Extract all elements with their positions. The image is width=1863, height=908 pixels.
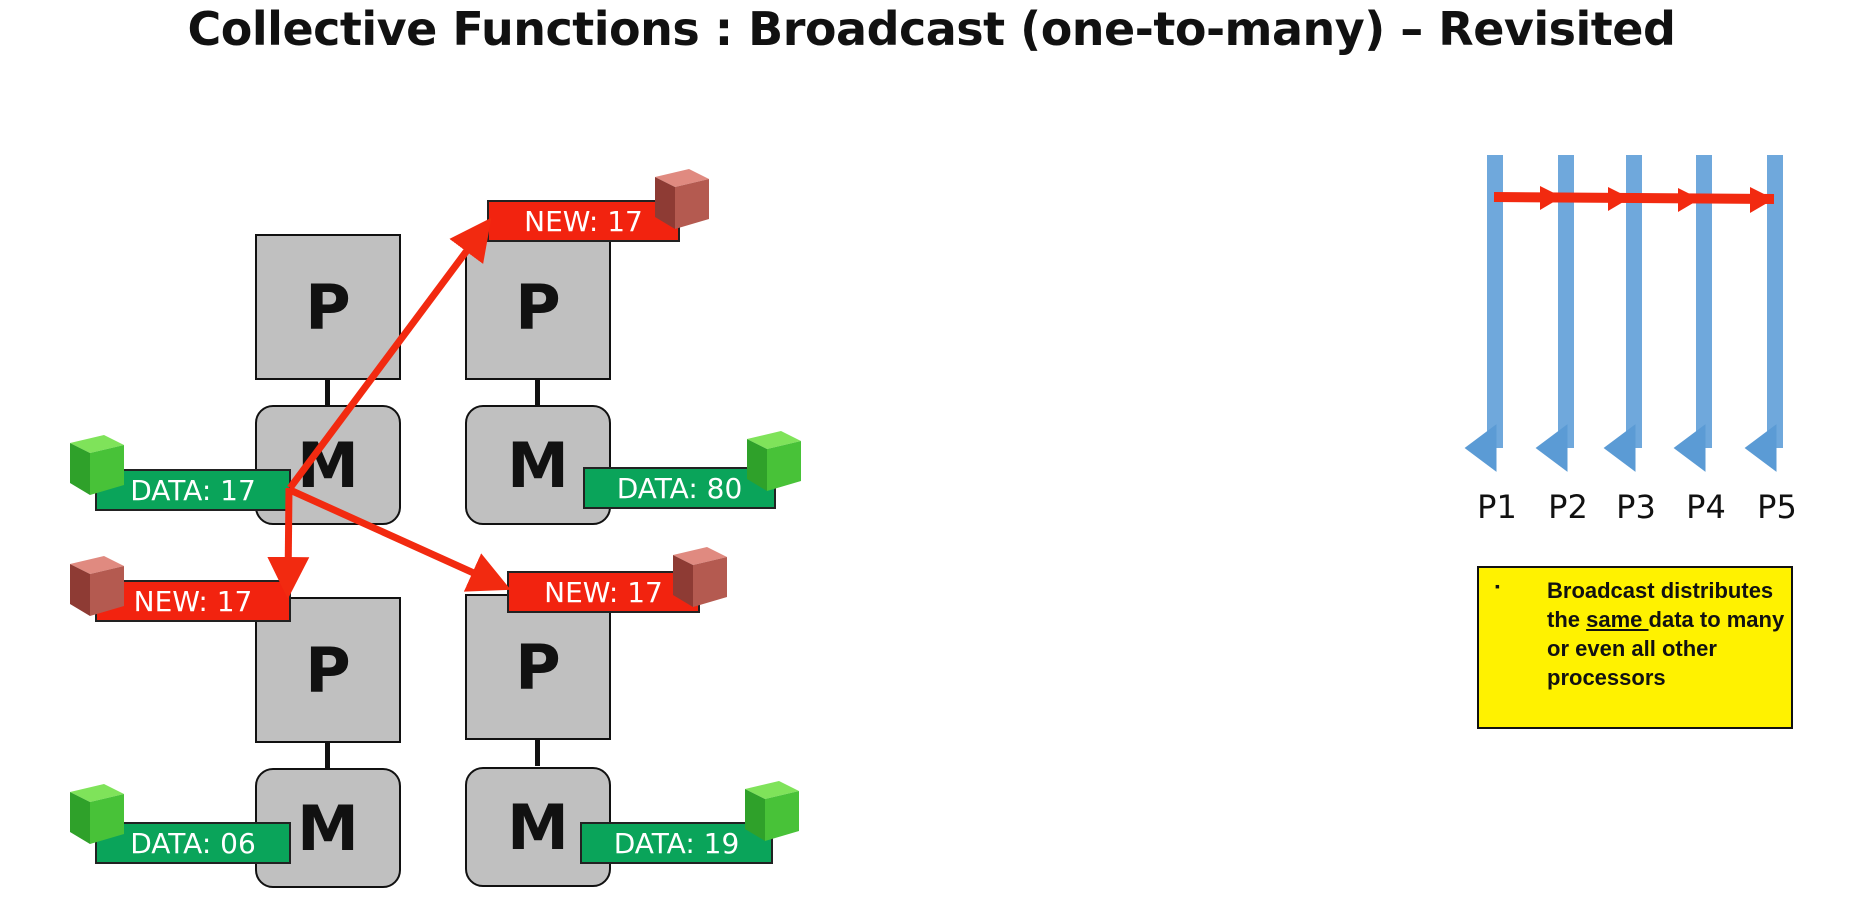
green-cube-icon [745, 781, 799, 841]
process-label-p2: P2 [1548, 488, 1588, 526]
broadcast-chain-arrows [1493, 186, 1775, 213]
note-text: Broadcast distributes the same data to m… [1547, 578, 1785, 690]
process-label-p4: P4 [1686, 488, 1726, 526]
process-label-p1: P1 [1477, 488, 1517, 526]
new-tag-4: NEW: 17 [507, 571, 700, 613]
process-label-p5: P5 [1757, 488, 1797, 526]
processor-label: P [305, 270, 351, 344]
processor-box-4: P [465, 594, 611, 740]
processor-label: P [515, 630, 561, 704]
green-cube-icon [70, 784, 124, 844]
green-cube-icon [747, 431, 801, 491]
processor-label: P [305, 633, 351, 707]
slide-title: Collective Functions : Broadcast (one-to… [187, 2, 1676, 56]
data-tag-1: DATA: 17 [95, 469, 291, 511]
processor-memory-link [325, 380, 330, 406]
data-tag-2: DATA: 80 [583, 467, 776, 509]
processor-box-2: P [465, 234, 611, 380]
red-cube-icon [655, 169, 709, 229]
broadcast-arrow-to-node-3 [267, 487, 310, 599]
new-tag-2: NEW: 17 [487, 200, 680, 242]
process-label-p3: P3 [1616, 488, 1656, 526]
broadcast-note: ▪ Broadcast distributes the same data to… [1477, 566, 1793, 729]
memory-label: M [507, 428, 569, 502]
processor-memory-link [535, 380, 540, 406]
data-tag-3: DATA: 06 [95, 822, 291, 864]
new-tag-3: NEW: 17 [95, 580, 291, 622]
memory-box-2: M [465, 405, 611, 525]
red-cube-icon [673, 547, 727, 607]
memory-label: M [297, 791, 359, 865]
processor-box-1: P [255, 234, 401, 380]
green-cube-icon [70, 435, 124, 495]
broadcast-arrow-to-node-4 [288, 486, 511, 592]
processor-memory-link [535, 740, 540, 766]
memory-label: M [507, 790, 569, 864]
processor-memory-link [325, 743, 330, 769]
red-cube-icon [70, 556, 124, 616]
broadcast-arrow-to-node-2 [287, 217, 492, 491]
data-tag-4: DATA: 19 [580, 822, 773, 864]
processor-label: P [515, 270, 561, 344]
bullet-icon: ▪ [1495, 578, 1500, 594]
processor-box-3: P [255, 597, 401, 743]
